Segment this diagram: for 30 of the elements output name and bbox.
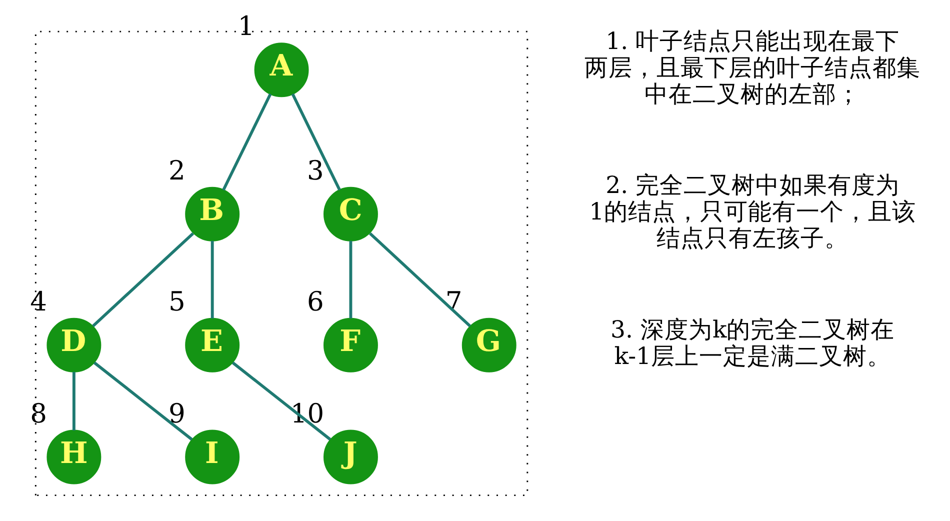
node-circle: I [184,430,240,484]
label: 1. 叶子结点只能出现在最下两层，且最下层的叶子结点都集中在二叉树的左部； [584,26,920,108]
connector [92,232,194,328]
node-label: 9 [168,398,185,430]
node-circle: D [46,318,101,372]
node-label: 2 [168,155,185,186]
connector [368,232,471,328]
node-label: 1 [237,11,254,42]
node-label: 3 [306,155,324,186]
connector [290,93,340,191]
connector [72,372,75,430]
node-circle: J [323,430,378,484]
node-circle: F [323,318,378,372]
node-label: 5 [168,286,185,318]
connector [222,93,272,191]
node-circle: G [461,318,516,372]
connector [231,362,331,441]
node-label: 4 [30,286,47,318]
node-circle: A [254,42,308,98]
connector [92,362,192,441]
node-circle: B [184,186,240,242]
node-label: 6 [306,286,324,318]
node-circle: E [184,318,240,372]
label: 3. 深度为k的完全二叉树在k-1层上一定是满二叉树。 [610,316,894,370]
connector [348,240,352,318]
label: 2. 完全二叉树中如果有度为1的结点，只可能有一个，且该结点只有左孩子。 [588,171,916,252]
connector [210,240,214,318]
node-circle: C [323,186,378,242]
node-label: 8 [30,398,47,430]
node-circle: H [46,430,101,484]
